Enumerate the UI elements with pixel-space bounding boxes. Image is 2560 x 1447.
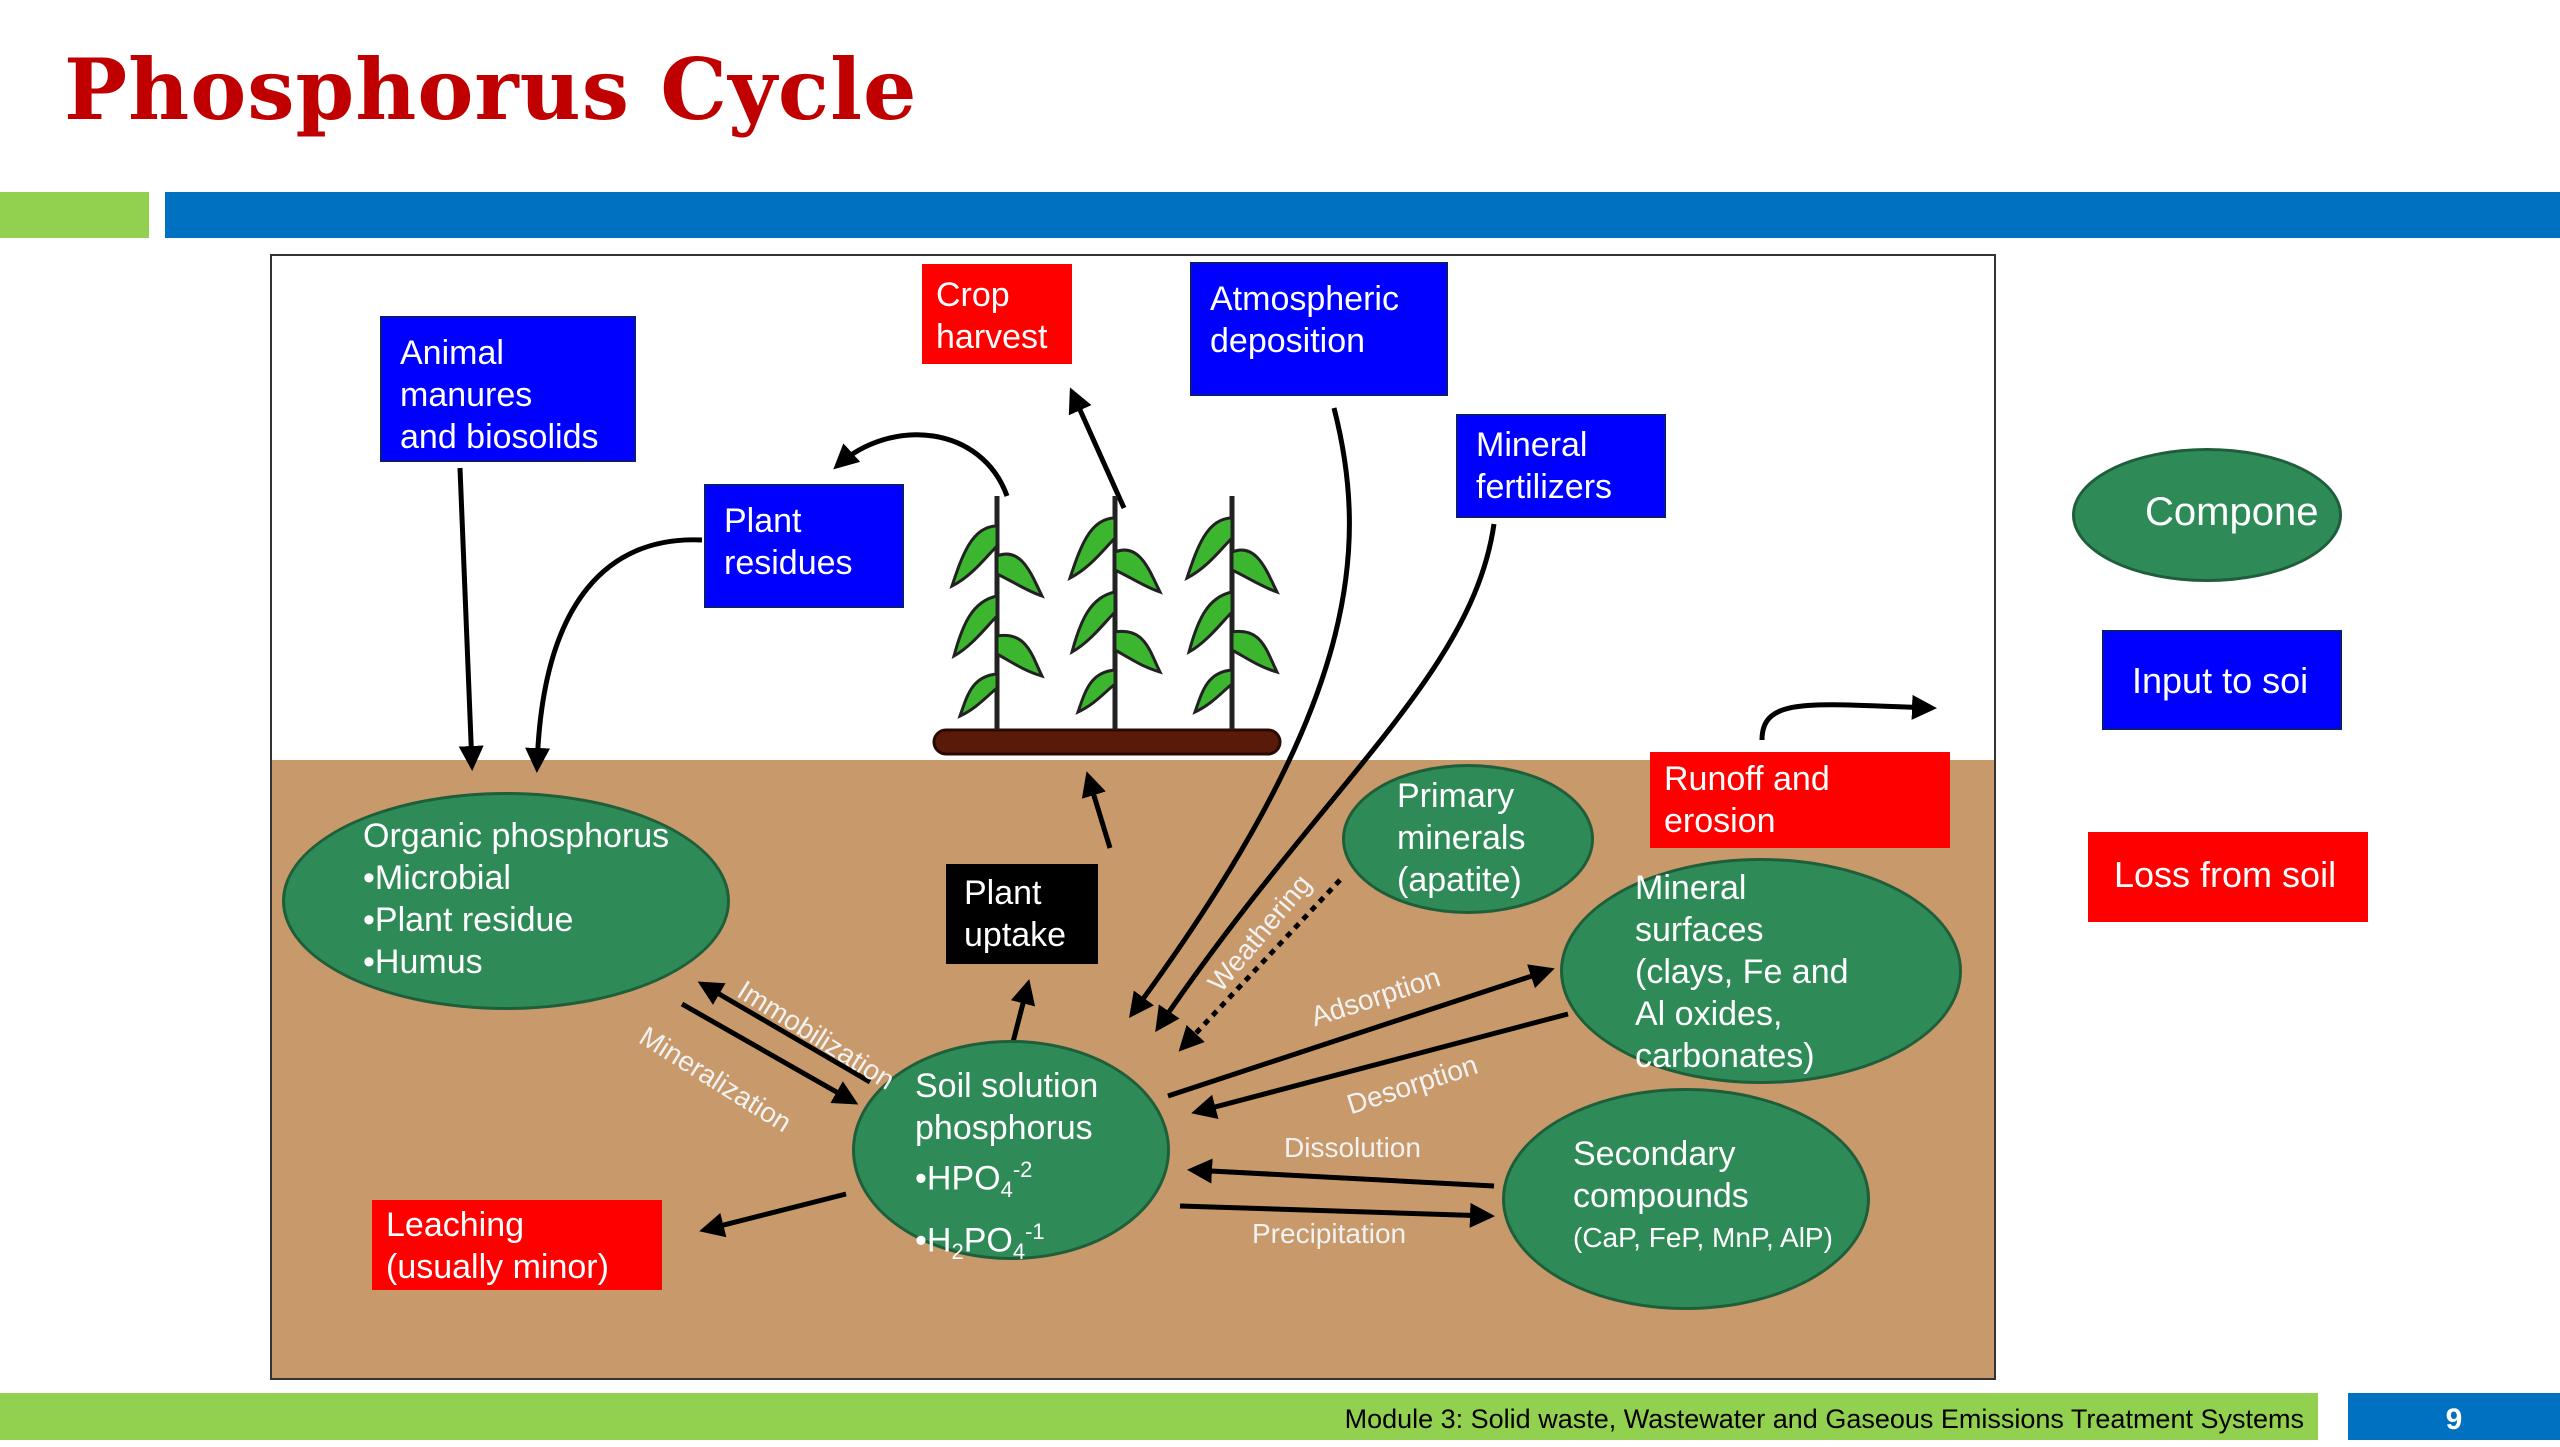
arrow-solution-to-leaching [699,1191,847,1238]
corn-plant [1184,496,1280,730]
input-label-line: Mineral [1476,426,1588,464]
component-line: Al oxides, [1635,995,1783,1033]
component-line: Organic phosphorus [363,817,670,855]
corn-plant [1067,496,1163,730]
formula-part: •H [915,1221,952,1260]
input-label-line: and biosolids [400,418,599,456]
component-text: Mineral surfaces (clays, Fe and Al oxide… [1635,867,1849,1077]
component-line: Mineral [1635,869,1747,907]
arrow-plant-to-residues [833,432,1010,497]
formula-part: 2 [951,1239,964,1265]
process-dissolution: Dissolution [1284,1132,1421,1163]
component-line: Soil solution [915,1067,1099,1105]
formula-part: -2 [1012,1157,1033,1182]
loss-runoff-erosion: Runoff and erosion [1650,752,1950,848]
arrow-manures-to-organic [457,467,484,771]
header-accent-green [0,192,149,238]
formula-part: 4 [1012,1239,1026,1265]
loss-label-line: erosion [1664,802,1776,840]
footer-bar-green [0,1393,2318,1440]
legend-label: Compone [2145,490,2319,534]
component-line: compounds [1573,1177,1749,1215]
component-line: •Humus [363,943,483,981]
component-text: Organic phosphorus •Microbial •Plant res… [363,815,669,983]
footer-bar-blue [2348,1393,2560,1440]
input-plant-residues: Plant residues [704,484,904,608]
component-secondary-compounds: Secondary compounds (CaP, FeP, MnP, AlP) [1502,1088,1870,1310]
flow-arrows [457,387,1937,1238]
component-line: (CaP, FeP, MnP, AlP) [1573,1222,1833,1253]
arrow-organic-to-solution [680,1001,859,1105]
arrow-uptake-to-plant [1081,771,1113,849]
footer-module-text: Module 3: Solid waste, Wastewater and Ga… [1344,1404,2304,1434]
arrow-runoff-up [1759,694,1937,741]
phosphorus-cycle-diagram: Animal manures and biosolids Plant resid… [270,254,1996,1380]
input-label-line: Plant [724,502,802,540]
formula-part: 4 [1000,1177,1013,1203]
component-line: Primary [1397,777,1515,815]
input-label-line: residues [724,544,853,582]
component-line: (apatite) [1397,861,1522,899]
legend-loss: Loss from soil [2088,832,2368,922]
legend-input: Input to soi [2102,630,2342,730]
arrow-to-crop-harvest [1068,387,1127,510]
process-precipitation: Precipitation [1252,1218,1407,1249]
input-mineral-fertilizers: Mineral fertilizers [1456,414,1666,518]
component-line: surfaces [1635,911,1764,949]
legend-component: Compone [2072,448,2342,582]
component-line: Secondary [1573,1135,1736,1173]
input-atmospheric-deposition: Atmospheric deposition [1190,262,1448,396]
component-organic-phosphorus: Organic phosphorus •Microbial •Plant res… [282,792,730,1010]
arrow-solution-to-surfaces [1167,964,1555,1099]
loss-label-line: (usually minor) [386,1248,609,1286]
component-line: •Microbial [363,859,511,897]
loss-label-line: Runoff and [1664,760,1830,798]
input-label-line: deposition [1210,322,1366,360]
header-accent-blue [165,192,2560,238]
loss-label-line: harvest [936,318,1048,356]
input-label-line: manures [400,376,533,414]
loss-label-line: Crop [936,276,1010,314]
component-text: Primary minerals (apatite) [1397,775,1525,901]
component-mineral-surfaces: Mineral surfaces (clays, Fe and Al oxide… [1560,858,1962,1084]
arrow-atmospheric-to-solution [1129,407,1352,1019]
component-line: carbonates) [1635,1037,1815,1075]
corn-plants [932,496,1282,756]
arrow-surfaces-to-solution [1191,1011,1569,1119]
page-number: 9 [2445,1403,2463,1436]
uptake-label-line: Plant [964,874,1042,912]
component-soil-solution-phosphorus: Soil solution phosphorus •HPO4-2 •H2PO4-… [852,1040,1170,1264]
arrow-solution-to-uptake [1009,979,1036,1047]
arrow-solution-to-organic [697,981,872,1085]
uptake-label-line: uptake [964,916,1067,954]
arrow-weathering [1178,878,1342,1052]
corn-plant [949,496,1045,730]
component-line: •Plant residue [363,901,574,939]
input-label-line: Animal [400,334,504,372]
arrow-residues-to-organic [525,537,703,773]
component-text: Soil solution phosphorus •HPO4-2 •H2PO4-… [915,1065,1098,1273]
arrow-secondary-to-solution [1187,1158,1495,1189]
formula-hpo4: •HPO4-2 [915,1149,1098,1211]
arrow-fertilizer-to-solution [1155,523,1497,1033]
formula-part: PO [963,1221,1013,1260]
loss-leaching: Leaching (usually minor) [372,1200,662,1290]
formula-part: -1 [1025,1219,1045,1245]
component-line: (clays, Fe and [1635,953,1849,991]
plant-uptake-label: Plant uptake [946,864,1098,964]
page-title: Phosphorus Cycle [64,40,918,139]
component-primary-minerals: Primary minerals (apatite) [1342,764,1594,914]
arrow-solution-to-secondary [1179,1202,1495,1228]
input-label-line: fertilizers [1476,468,1613,506]
component-line: minerals [1397,819,1526,857]
formula-h2po4: •H2PO4-1 [915,1211,1098,1273]
loss-crop-harvest: Crop harvest [922,264,1072,364]
formula-part: •HPO [915,1159,1001,1198]
loss-label-line: Leaching [386,1206,525,1244]
component-line: phosphorus [915,1109,1093,1147]
input-label-line: Atmospheric [1210,280,1399,318]
component-text: Secondary compounds (CaP, FeP, MnP, AlP) [1573,1133,1833,1259]
input-animal-manures: Animal manures and biosolids [380,316,636,462]
